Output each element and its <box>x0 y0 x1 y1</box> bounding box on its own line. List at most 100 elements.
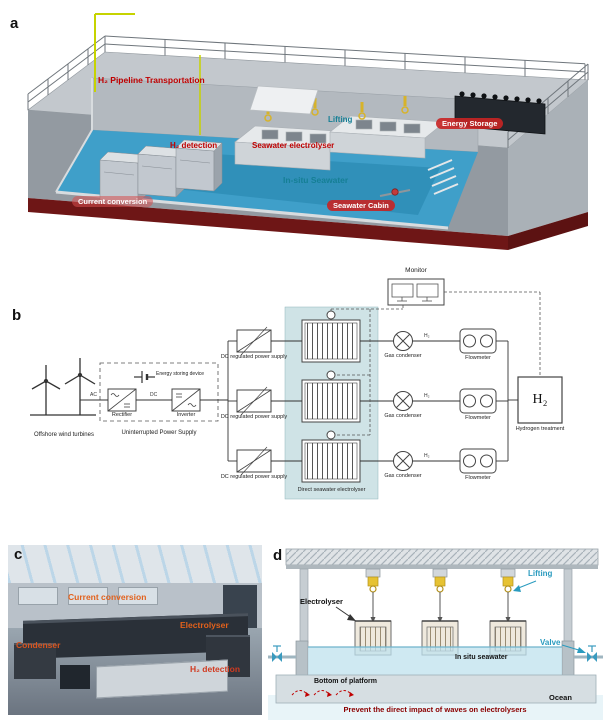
label-h2-wire-1: H₂ <box>424 333 430 339</box>
dc-supply-symbol <box>236 386 272 416</box>
hoist-assembly <box>500 568 516 623</box>
label-hydrogen-treatment: Hydrogen treatment <box>515 426 565 432</box>
flowmeter-symbol <box>459 328 497 354</box>
monitor-signal-lines <box>330 291 541 436</box>
wind-turbine-icon <box>30 358 96 416</box>
hoist-assembly <box>432 568 448 623</box>
label-dc-supply-2: DC regulated power supply <box>220 414 288 420</box>
label-in-situ-seawater-a: In-situ Seawater <box>283 175 349 185</box>
lab-instrument-box <box>60 665 90 689</box>
label-dc-supply-1: DC regulated power supply <box>220 354 288 360</box>
lab-condenser-unit <box>14 643 56 679</box>
label-h2-pipeline: H₂ Pipeline Transportation <box>98 75 205 85</box>
label-lifting-a: Lifting <box>328 115 353 124</box>
lab-ceiling <box>8 545 262 583</box>
label-dc: DC <box>150 392 158 398</box>
platform-bottom-slab <box>275 674 597 704</box>
gas-condenser-symbol <box>393 391 413 411</box>
hull-red-strip <box>28 198 508 250</box>
label-current-conversion-c: Current conversion <box>68 592 147 602</box>
label-rectifier: Rectifier <box>111 412 133 418</box>
electrolyser-stack-symbol <box>301 370 361 423</box>
panel-d-schematic <box>268 548 603 720</box>
label-gas-condenser-2: Gas condenser <box>384 413 422 419</box>
hull-right-face <box>508 80 588 236</box>
wires <box>80 340 518 462</box>
label-h2-box: H₂ <box>532 392 548 407</box>
label-h2-detection-c: H₂ detection <box>190 664 241 674</box>
stairs-icon <box>427 159 459 195</box>
label-direct-seawater-electrolyser: Direct seawater electrolyser <box>297 487 366 493</box>
label-seawater-electrolyser: Seawater electrolyser <box>252 141 335 150</box>
valve-wheel-icon <box>379 188 411 197</box>
panel-c-letter: c <box>14 546 23 563</box>
monitor-icon <box>387 278 445 306</box>
inverter-symbol <box>171 388 201 412</box>
panel-d-letter: d <box>273 547 283 564</box>
lab-window <box>118 587 158 605</box>
lab-back-wall <box>8 583 262 628</box>
valve-icon <box>574 645 603 662</box>
electrolyser-stack-symbol <box>301 310 361 363</box>
railing-icon <box>27 35 589 148</box>
label-ocean: Ocean <box>549 693 572 702</box>
valve-icon <box>268 645 296 662</box>
label-electrolyser-c: Electrolyser <box>180 620 229 630</box>
label-ac: AC <box>90 392 97 398</box>
label-h2-wire-2: H₂ <box>424 393 430 399</box>
flowmeter-symbol <box>459 448 497 474</box>
wave-arrows-icon <box>291 690 353 696</box>
rectifier-symbol <box>107 388 137 412</box>
basin-wall-left <box>295 640 309 680</box>
label-in-situ-seawater-d: In situ seawater <box>455 654 508 661</box>
label-flowmeter-1: Flowmeter <box>465 355 491 361</box>
hull-right-red-strip <box>508 212 588 250</box>
label-inverter: Inverter <box>176 412 196 418</box>
label-flowmeter-3: Flowmeter <box>465 475 491 481</box>
wave-arrowheads <box>305 692 354 697</box>
label-h2-detection-a: H₂ detection <box>170 141 218 150</box>
dc-supply-symbol <box>236 326 272 356</box>
label-energy-storing-device: Energy storing device <box>156 371 205 377</box>
panel-a-illustration <box>27 13 589 250</box>
label-electrolyser-d: Electrolyser <box>300 597 343 606</box>
gas-condenser-symbol <box>393 451 413 471</box>
label-gas-condenser-1: Gas condenser <box>384 353 422 359</box>
panel-b-schematic <box>30 278 563 500</box>
annotation-arrows <box>335 580 586 653</box>
label-valve-d: Valve <box>540 638 561 647</box>
gas-condenser-symbol <box>393 331 413 351</box>
label-lifting-d: Lifting <box>528 569 553 578</box>
ups-box <box>99 362 219 422</box>
dc-supply-symbol <box>236 446 272 476</box>
label-flowmeter-2: Flowmeter <box>465 415 491 421</box>
deck-cabin <box>249 85 319 115</box>
platform-beam <box>285 548 599 569</box>
label-seawater-cabin: Seawater Cabin <box>327 200 395 211</box>
label-monitor: Monitor <box>405 267 427 274</box>
lab-window <box>18 587 58 605</box>
label-h2-wire-3: H₂ <box>424 453 430 459</box>
hydrogen-box <box>517 376 563 424</box>
converter-cabinets-icon <box>99 139 223 204</box>
electrolyser-benches-icon <box>234 115 446 171</box>
flowmeter-symbol <box>459 388 497 414</box>
support-column-right <box>563 568 573 644</box>
panel-c-photo: c Current conversion Electrolyser Conden… <box>8 545 262 715</box>
label-dc-supply-3: DC regulated power supply <box>220 474 288 480</box>
label-ups: Uninterrupted Power Supply <box>121 430 197 436</box>
label-current-conversion-a: Current conversion <box>72 196 154 207</box>
cut-edge-left <box>55 78 93 193</box>
panel-b-letter: b <box>12 307 22 324</box>
label-offshore-wind-turbines: Offshore wind turbines <box>34 432 94 438</box>
panel-a-letter: a <box>10 15 19 32</box>
label-energy-storage: Energy Storage <box>436 118 504 129</box>
electrolyser-stack-symbol <box>301 430 361 483</box>
hoist-assembly <box>365 568 381 623</box>
label-condenser-c: Condenser <box>16 640 61 650</box>
lab-window <box>68 587 108 605</box>
battery-icon <box>134 371 155 383</box>
label-bottom-of-platform: Bottom of platform <box>314 678 377 685</box>
panel-d-caption: Prevent the direct impact of waves on el… <box>343 705 527 714</box>
